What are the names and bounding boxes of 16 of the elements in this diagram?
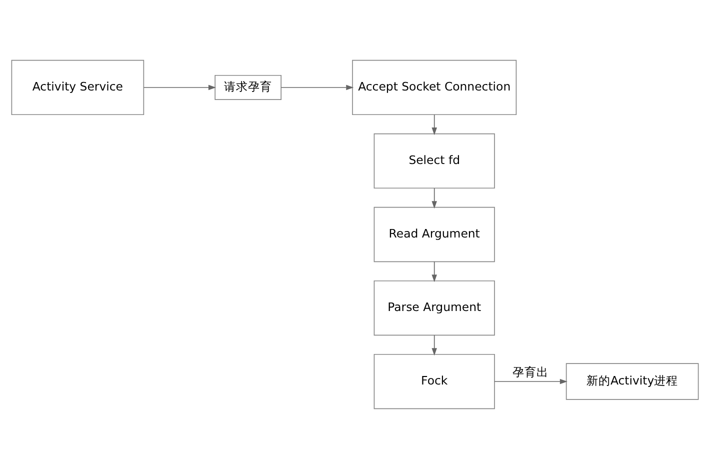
arrow — [432, 187, 437, 208]
arrow — [144, 84, 216, 90]
node-box: Accept Socket Connection — [352, 59, 517, 115]
node-box: Fock — [374, 353, 495, 409]
node-box: Select fd — [374, 132, 495, 188]
edge-label: 孕育出 — [512, 364, 548, 378]
node-box: 新的Activity进程 — [566, 362, 699, 400]
arrow — [432, 114, 437, 135]
node-box: 请求孕育 — [214, 74, 282, 100]
node-box: Parse Argument — [374, 280, 495, 336]
arrow — [432, 260, 437, 282]
node-box: Read Argument — [374, 206, 495, 262]
arrow — [494, 378, 568, 384]
arrow — [280, 84, 354, 90]
node-box: Activity Service — [11, 59, 144, 115]
arrow — [432, 334, 437, 356]
